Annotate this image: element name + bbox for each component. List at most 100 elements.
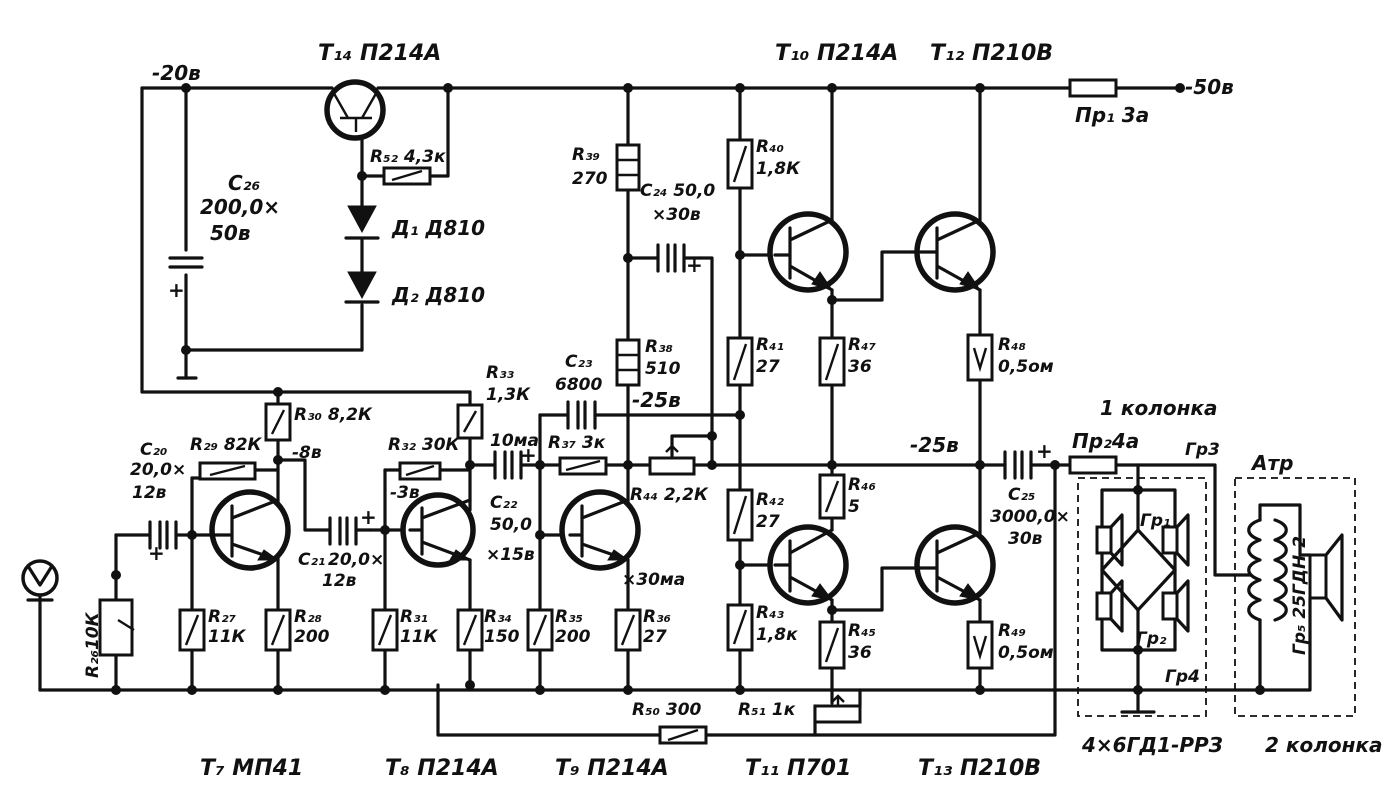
transistor-t8 xyxy=(400,492,476,568)
resistor-value-r49: 0,5ом xyxy=(998,643,1054,663)
column-2-label: 2 колонка xyxy=(1265,733,1382,757)
transistor-t9 xyxy=(559,489,641,571)
speaker-gr2-label: Гр₂ xyxy=(1136,629,1167,649)
resistor-label-r31: R₃₁ xyxy=(400,607,428,627)
resistor-value-r38: 510 xyxy=(645,359,681,379)
column-1-label: 1 колонка xyxy=(1100,396,1217,420)
capacitor-label-c22: C₂₂ xyxy=(490,493,518,513)
resistor-value-r36: 27 xyxy=(643,627,667,647)
resistor-label-r34: R₃₄ xyxy=(484,607,512,627)
resistor-value-r31: 11К xyxy=(400,627,439,647)
junction-dots xyxy=(111,83,1265,695)
speaker-gr5-label: Гр₅ 25ГДН-2 xyxy=(1290,536,1310,655)
labels: -20в -50в -25в -25в Пр₁ 3а Пр₂4а -8в -3в… xyxy=(83,41,1382,781)
resistor-value-r48: 0,5ом xyxy=(998,357,1054,377)
resistor-value-r33: 1,3К xyxy=(486,385,531,405)
resistor-value-r34: 150 xyxy=(484,627,520,647)
diode-label-d1: Д₁ Д810 xyxy=(391,216,485,240)
capacitor-voltage-c26: 50в xyxy=(210,221,251,245)
capacitor-label-c20: C₂₀ xyxy=(140,440,168,460)
capacitor-value-c20: 20,0× xyxy=(130,460,186,480)
capacitor-voltage-c21: 12в xyxy=(322,571,357,591)
resistor-label-r33: R₃₃ xyxy=(486,363,515,383)
resistor-label-r26: R₂₆10К xyxy=(83,611,103,678)
polarity-plus-c20: + xyxy=(148,541,165,565)
resistor-value-r28: 200 xyxy=(294,627,330,647)
polarity-plus-c25: + xyxy=(1036,439,1053,463)
polarity-plus-c21: + xyxy=(360,505,377,529)
transistor-t10 xyxy=(767,211,849,293)
supply-label-minus20: -20в xyxy=(152,61,201,85)
supply-label-minus50: -50в xyxy=(1185,75,1234,99)
resistor-value-r39: 270 xyxy=(572,169,608,189)
resistor-label-r27: R₂₇ xyxy=(208,607,237,627)
resistor-label-r36: R₃₆ xyxy=(643,607,671,627)
capacitor-voltage-c22: ×15в xyxy=(486,545,535,565)
resistor-label-r43: R₄₃ xyxy=(756,603,785,623)
speaker-column-2 xyxy=(1233,477,1356,717)
resistor-label-r51: R₅₁ 1к xyxy=(738,700,796,720)
fuse-label-2: Пр₂4а xyxy=(1072,429,1139,453)
resistor-value-r35: 200 xyxy=(555,627,591,647)
resistor-label-r52: R₅₂ 4,3к xyxy=(370,147,446,167)
resistor-label-r37: R₃₇ 3к xyxy=(548,433,606,453)
resistor-label-r42: R₄₂ xyxy=(756,490,785,510)
voltage-annotation-3v: -3в xyxy=(390,483,420,503)
transistor-t14 xyxy=(324,79,386,141)
resistor-label-r30: R₃₀ 8,2К xyxy=(294,405,373,425)
resistors xyxy=(98,138,994,745)
capacitors xyxy=(148,243,1042,550)
capacitor-voltage-c25: 30в xyxy=(1008,529,1043,549)
voltage-annotation-8v: -8в xyxy=(292,443,322,463)
transistor-t13 xyxy=(913,524,996,606)
resistor-label-r47: R₄₇ xyxy=(848,335,877,355)
capacitor-label-c24: C₂₄ 50,0 xyxy=(640,181,715,201)
speaker-column-1 xyxy=(1077,477,1207,717)
capacitor-value-c23: 6800 xyxy=(555,375,602,395)
resistor-value-r42: 27 xyxy=(756,512,780,532)
resistor-value-r47: 36 xyxy=(848,357,872,377)
polarity-plus-c22: + xyxy=(520,443,537,467)
current-annotation-30ma: ×30ма xyxy=(622,570,685,590)
capacitor-voltage-c24: ×30в xyxy=(652,205,701,225)
resistor-value-r43: 1,8к xyxy=(756,625,798,645)
supply-label-minus25-top: -25в xyxy=(632,388,681,412)
current-annotation-10ma: 10ма xyxy=(490,431,539,451)
capacitor-label-c21: C₂₁ xyxy=(298,550,325,570)
transistor-label-t7: T₇ МП41 xyxy=(200,756,303,781)
resistor-label-r50: R₅₀ 300 xyxy=(632,700,702,720)
speaker-gr4-label: Гр4 xyxy=(1165,667,1200,687)
resistor-value-r41: 27 xyxy=(756,357,780,377)
resistor-value-r40: 1,8К xyxy=(756,159,801,179)
resistor-value-r45: 36 xyxy=(848,643,872,663)
autotransformer-label: Атр xyxy=(1250,451,1293,475)
transistor-label-t9: T₉ П214А xyxy=(555,756,669,781)
speaker-gr1-label: Гр₁ xyxy=(1140,511,1170,531)
supply-label-minus25-right: -25в xyxy=(910,433,959,457)
speaker-gr3-label: Гр3 xyxy=(1185,440,1220,460)
capacitor-label-c26: C₂₆ xyxy=(228,171,260,195)
transistor-label-t14: T₁₄ П214А xyxy=(318,41,441,66)
transistor-label-t13: T₁₃ П210В xyxy=(918,756,1041,781)
resistor-label-r38: R₃₈ xyxy=(645,337,673,357)
resistor-value-r27: 11К xyxy=(208,627,247,647)
capacitor-value-c22: 50,0 xyxy=(490,515,532,535)
capacitor-value-c25: 3000,0× xyxy=(990,507,1070,527)
transistor-label-t8: T₈ П214А xyxy=(385,756,499,781)
fuse-label-1: Пр₁ 3а xyxy=(1075,103,1149,127)
resistor-label-r29: R₂₉ 82К xyxy=(190,435,263,455)
resistor-label-r41: R₄₁ xyxy=(756,335,784,355)
resistor-value-r46: 5 xyxy=(848,497,860,517)
resistor-label-r46: R₄₆ xyxy=(848,475,876,495)
polarity-plus-c24: + xyxy=(686,253,703,277)
transistor-label-t12: T₁₂ П210В xyxy=(930,41,1053,66)
polarity-plus-c26: + xyxy=(168,278,185,302)
resistor-label-r32: R₃₂ 30К xyxy=(388,435,461,455)
capacitor-value-c21: 20,0× xyxy=(328,550,384,570)
transistor-t12 xyxy=(910,211,996,293)
transistor-t7 xyxy=(209,489,291,571)
input-connector xyxy=(21,559,59,602)
resistor-label-r35: R₃₅ xyxy=(555,607,583,627)
resistor-label-r45: R₄₅ xyxy=(848,621,876,641)
